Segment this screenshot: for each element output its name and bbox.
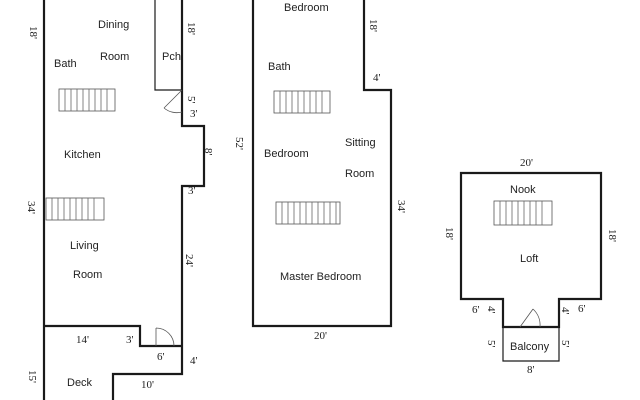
dimension-upper-18: 18' (367, 19, 379, 32)
dimension-14: 14' (76, 334, 89, 346)
balcony-door-swing-icon (519, 308, 541, 328)
dimension-loft-6-left: 6' (472, 304, 480, 316)
master-stair-icon (275, 201, 341, 225)
dimension-left-15: 15' (26, 370, 38, 383)
dimension-upper-20: 20' (314, 330, 327, 342)
dimension-10: 10' (141, 379, 154, 391)
dimension-3: 3' (126, 334, 134, 346)
porch-walls (154, 0, 182, 91)
loft-floor: Nook Loft Balcony 20' 18' 18' 6' 4' 4' 6… (443, 157, 618, 376)
dimension-upper-4: 4' (373, 72, 381, 84)
dimension-loft-18-right: 18' (606, 229, 618, 242)
balcony-outline (502, 327, 560, 362)
room-label-porch: Pch (162, 51, 181, 63)
loft-stair-icon (493, 200, 553, 226)
room-label-living-room: Room (73, 269, 102, 281)
room-label-nook: Nook (510, 184, 536, 196)
room-label-dining: Dining (98, 19, 129, 31)
room-label-bedroom: Bedroom (264, 148, 309, 160)
main-floor: Dining Room Bath Pch Kitchen Living Room… (25, 0, 214, 400)
dimension-loft-20: 20' (520, 157, 533, 169)
room-label-bedroom-top: Bedroom (284, 2, 329, 14)
room-label-master-bedroom: Master Bedroom (280, 271, 361, 283)
room-label-kitchen: Kitchen (64, 149, 101, 161)
dimension-loft-4-right: 4' (559, 307, 571, 315)
porch-door-swing-icon (163, 89, 183, 114)
dimension-6: 6' (157, 351, 165, 363)
bath-stair-icon (273, 90, 331, 114)
room-label-dining-room: Room (100, 51, 129, 63)
dimension-kitchen-3-top: 3' (190, 108, 198, 120)
kitchen-stair-icon (58, 88, 116, 112)
dimension-loft-6-right: 6' (578, 303, 586, 315)
dimension-loft-4-left: 4' (485, 306, 497, 314)
dimension-balcony-8: 8' (527, 364, 535, 376)
dimension-left-18: 18' (27, 26, 39, 39)
room-label-sitting: Sitting (345, 137, 376, 149)
dimension-porch-18: 18' (185, 22, 197, 35)
room-label-balcony: Balcony (510, 341, 550, 353)
dimension-balcony-5-left: 5' (485, 340, 497, 348)
room-label-bath-upper: Bath (268, 61, 291, 73)
room-label-deck: Deck (67, 377, 93, 389)
dimension-4: 4' (190, 355, 198, 367)
dimension-porch-5: 5' (185, 96, 197, 104)
upper-floor-outline (251, 0, 393, 328)
dimension-left-34: 34' (25, 201, 37, 214)
deck-door-swing-icon (155, 327, 175, 347)
room-label-loft: Loft (520, 253, 538, 265)
dimension-balcony-5-right: 5' (559, 340, 571, 348)
dimension-upper-52: 52' (233, 137, 245, 150)
dimension-kitchen-8: 8' (202, 148, 214, 156)
dimension-kitchen-3-bottom: 3' (188, 185, 196, 197)
room-label-living: Living (70, 240, 99, 252)
main-floor-outline (42, 0, 206, 400)
dimension-upper-34: 34' (395, 200, 407, 213)
living-stair-icon (45, 197, 105, 221)
dimension-loft-18-left: 18' (443, 227, 455, 240)
room-label-sitting-room: Room (345, 168, 374, 180)
upper-floor: Bedroom Bath Bedroom Sitting Room Master… (233, 0, 407, 342)
room-label-bath: Bath (54, 58, 77, 70)
dimension-living-24: 24' (183, 254, 195, 267)
